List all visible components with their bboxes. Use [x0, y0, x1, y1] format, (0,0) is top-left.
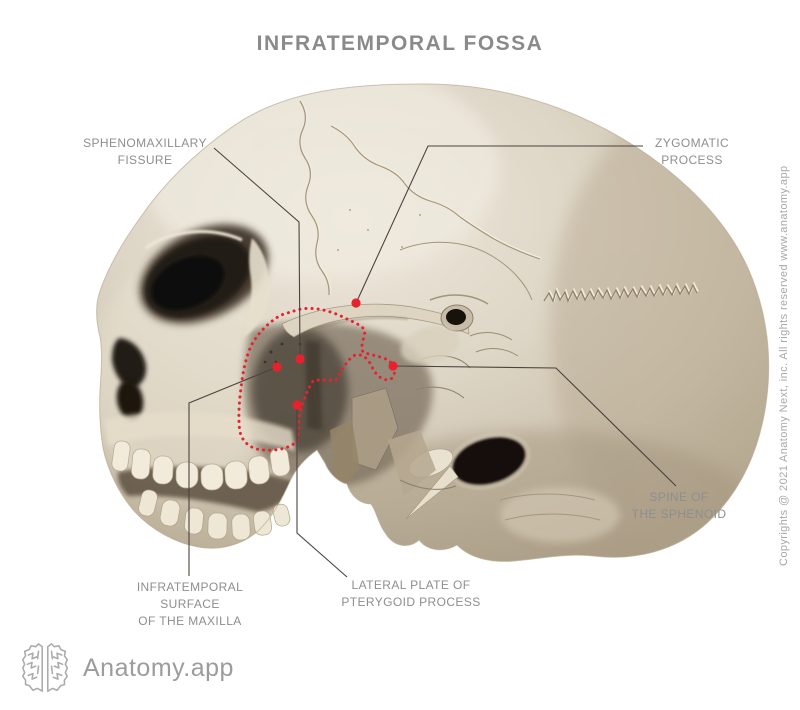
brain-icon	[21, 643, 69, 692]
label-zygomatic-process: ZYGOMATIC PROCESS	[654, 136, 730, 167]
marker-dots	[272, 298, 398, 410]
page-title: INFRATEMPORAL FOSSA	[256, 32, 544, 55]
marker-sphenomaxillary-fissure	[295, 354, 305, 364]
leader-zygomatic-process	[356, 145, 643, 302]
label-spine-of-sphenoid: SPINE OF THE SPHENOID	[631, 490, 727, 521]
fossa-dotted-outline	[237, 306, 397, 452]
eye-orbit	[139, 224, 270, 338]
label-sphenomaxillary-fissure: SPHENOMAXILLARY FISSURE	[83, 136, 207, 167]
leader-sphenomaxillary-fissure	[213, 147, 301, 356]
leader-lateral-plate-pterygoid	[296, 405, 348, 578]
marker-lateral-plate-pterygoid	[292, 400, 302, 410]
nasal-aperture	[112, 338, 147, 420]
anatomy-app-logo: Anatomy.app	[20, 642, 234, 694]
marker-infratemporal-surface	[272, 362, 282, 372]
marker-zygomatic-process	[351, 298, 361, 308]
leader-infratemporal-surface	[188, 366, 278, 576]
label-infratemporal-surface-maxilla: INFRATEMPORAL SURFACE OF THE MAXILLA	[136, 580, 244, 628]
leader-lines	[188, 145, 677, 578]
logo-text: Anatomy.app	[83, 653, 234, 682]
marker-spine-of-sphenoid	[388, 361, 398, 371]
teeth	[111, 440, 291, 541]
leader-spine-of-sphenoid	[393, 365, 677, 487]
label-lateral-plate-pterygoid: LATERAL PLATE OF PTERYGOID PROCESS	[341, 578, 481, 609]
ear-canal	[440, 304, 474, 332]
cranial-sutures	[299, 99, 699, 303]
copyright-notice: Copyrights @ 2021 Anatomy Next, inc. All…	[778, 165, 790, 567]
styloid-process	[405, 465, 459, 520]
foramen-magnum	[452, 437, 526, 485]
